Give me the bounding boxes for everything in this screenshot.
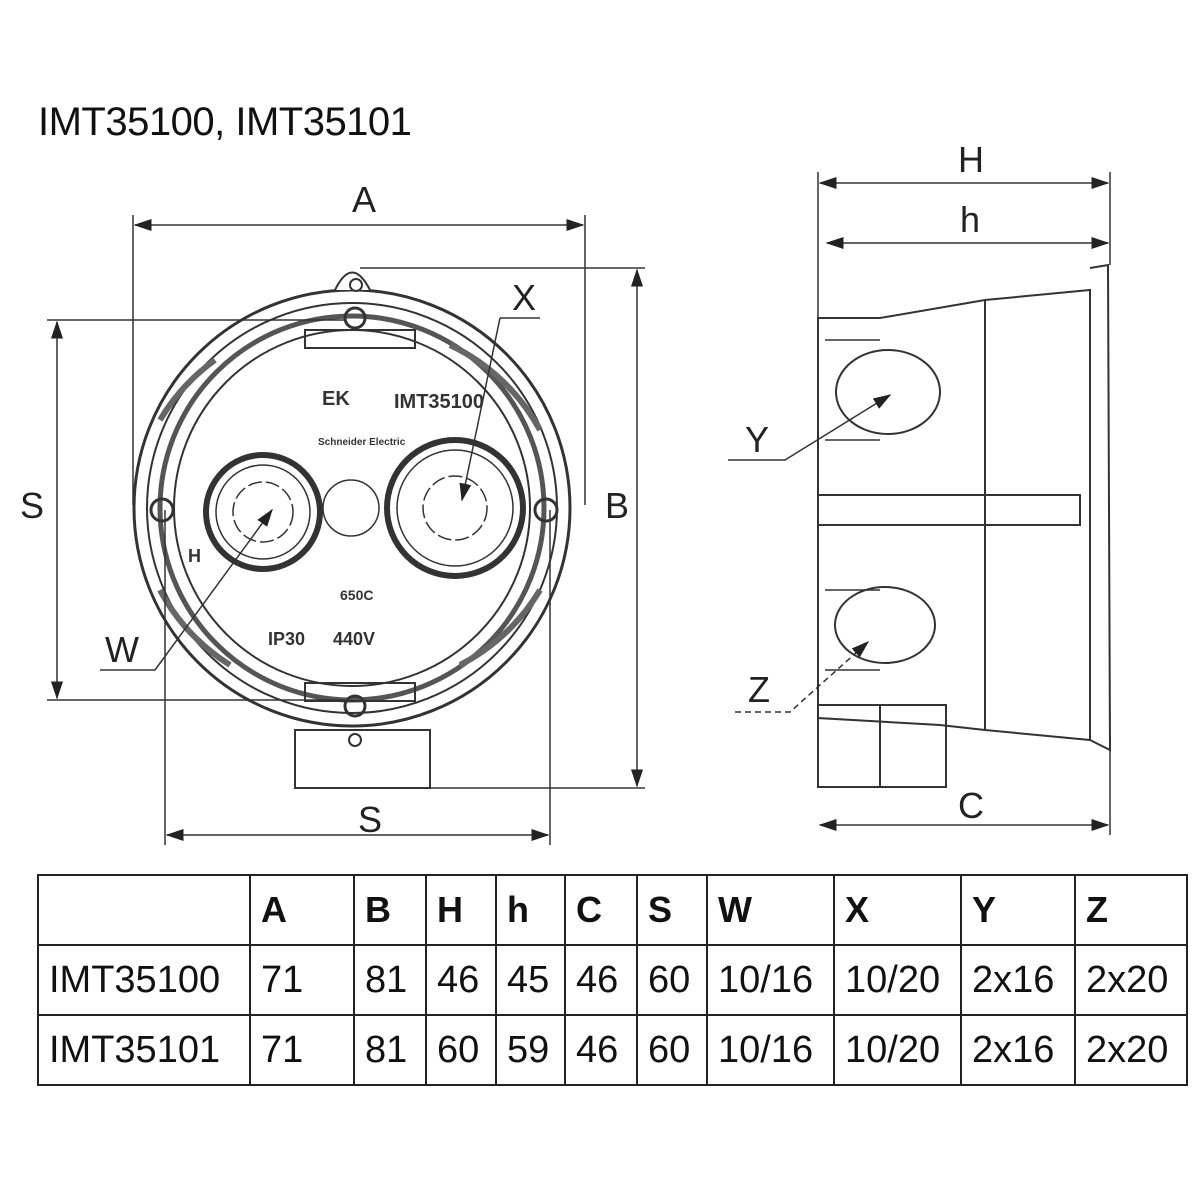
table-cell: 46 [564, 1014, 638, 1086]
brand-marking: Schneider Electric [318, 437, 406, 448]
table-header: h [495, 874, 566, 946]
mounting-tab-bottom [304, 682, 416, 747]
dim-label-a: A [352, 179, 376, 220]
table-cell: 60 [636, 944, 708, 1016]
side-foot [817, 704, 947, 788]
knockout-z [834, 586, 936, 664]
knockout-small [203, 452, 323, 572]
model-marking: IMT35100 [394, 391, 484, 413]
table-cell: 46 [425, 944, 497, 1016]
dim-label-h-lower: h [960, 199, 980, 240]
dim-label-h-upper: H [958, 139, 984, 180]
front-view [100, 271, 572, 789]
table-cell: 2x20 [1074, 1014, 1188, 1086]
dim-label-s-left: S [20, 485, 44, 526]
table-header: Z [1074, 874, 1188, 946]
drawing-title: IMT35100, IMT35101 [38, 100, 412, 144]
table-header [37, 874, 251, 946]
front-markings: EK IMT35100 Schneider Electric H 650C IP… [188, 388, 484, 649]
table-cell: 60 [425, 1014, 497, 1086]
table-header: C [564, 874, 638, 946]
knockout-y [835, 349, 941, 435]
table-cell: 2x20 [1074, 944, 1188, 1016]
dim-label-y: Y [745, 419, 769, 460]
table-header: A [249, 874, 355, 946]
table-cell: 60 [636, 1014, 708, 1086]
table-cell: 71 [249, 1014, 355, 1086]
dimensions-table: A B H h C S W X Y Z IMT35100 71 81 46 45… [37, 874, 1188, 1086]
screw-hole-left [149, 497, 175, 523]
table-cell: IMT35100 [37, 944, 251, 1016]
table-cell: 81 [353, 944, 427, 1016]
temp-marking: 650C [340, 587, 373, 603]
dim-label-z: Z [748, 669, 770, 710]
table-header: X [833, 874, 962, 946]
table-cell: 45 [495, 944, 566, 1016]
outer-flange [132, 288, 572, 728]
table-header: B [353, 874, 427, 946]
table-row: IMT35101 71 81 60 59 46 60 10/16 10/20 2… [37, 1014, 1188, 1086]
table-cell: 2x16 [960, 1014, 1076, 1086]
table-cell: 59 [495, 1014, 566, 1086]
technical-drawing: EK IMT35100 Schneider Electric H 650C IP… [20, 139, 1112, 845]
ip-marking: IP30 [268, 629, 305, 649]
logo-text: EK [322, 388, 350, 410]
voltage-marking: 440V [333, 629, 375, 649]
table-cell: 81 [353, 1014, 427, 1086]
table-cell: 2x16 [960, 944, 1076, 1016]
dim-label-w: W [105, 629, 139, 670]
table-header: Y [960, 874, 1076, 946]
bottom-foot [294, 729, 431, 789]
table-header: W [706, 874, 835, 946]
table-header-row: A B H h C S W X Y Z [37, 874, 1188, 946]
dim-label-s-bottom: S [358, 799, 382, 840]
table-cell: 10/20 [833, 944, 962, 1016]
side-view [728, 263, 1112, 788]
dim-label-x: X [512, 277, 536, 318]
h-marking: H [188, 546, 201, 566]
dim-label-b: B [605, 485, 629, 526]
table-cell: 71 [249, 944, 355, 1016]
mounting-tab-top [304, 271, 416, 349]
center-hole [322, 479, 380, 537]
side-dimensions [817, 172, 1111, 835]
dim-label-c: C [958, 785, 984, 826]
table-row: IMT35100 71 81 46 45 46 60 10/16 10/20 2… [37, 944, 1188, 1016]
table-cell: 10/20 [833, 1014, 962, 1086]
table-cell: 10/16 [706, 944, 835, 1016]
table-header: H [425, 874, 497, 946]
screw-hole-right [533, 497, 559, 523]
knockout-large [384, 437, 526, 579]
table-cell: 10/16 [706, 1014, 835, 1086]
front-dimensions [47, 215, 645, 845]
table-cell: IMT35101 [37, 1014, 251, 1086]
table-cell: 46 [564, 944, 638, 1016]
table-header: S [636, 874, 708, 946]
